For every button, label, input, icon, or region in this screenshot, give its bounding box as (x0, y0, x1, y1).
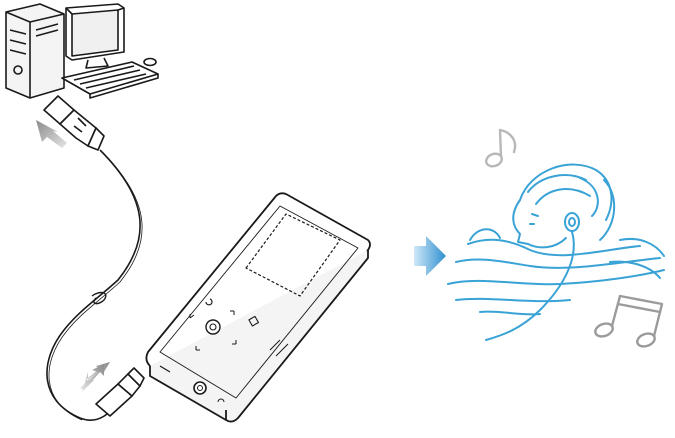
mini-usb-plug-icon (96, 368, 144, 416)
mp3-player-icon (146, 193, 370, 421)
usb-plug-icon (44, 96, 104, 150)
desktop-computer-icon (6, 4, 158, 98)
person-with-headphones-icon (448, 165, 664, 340)
arrow-to-listener (414, 236, 446, 276)
double-music-note-icon (593, 296, 662, 349)
music-note-icon (484, 130, 515, 168)
